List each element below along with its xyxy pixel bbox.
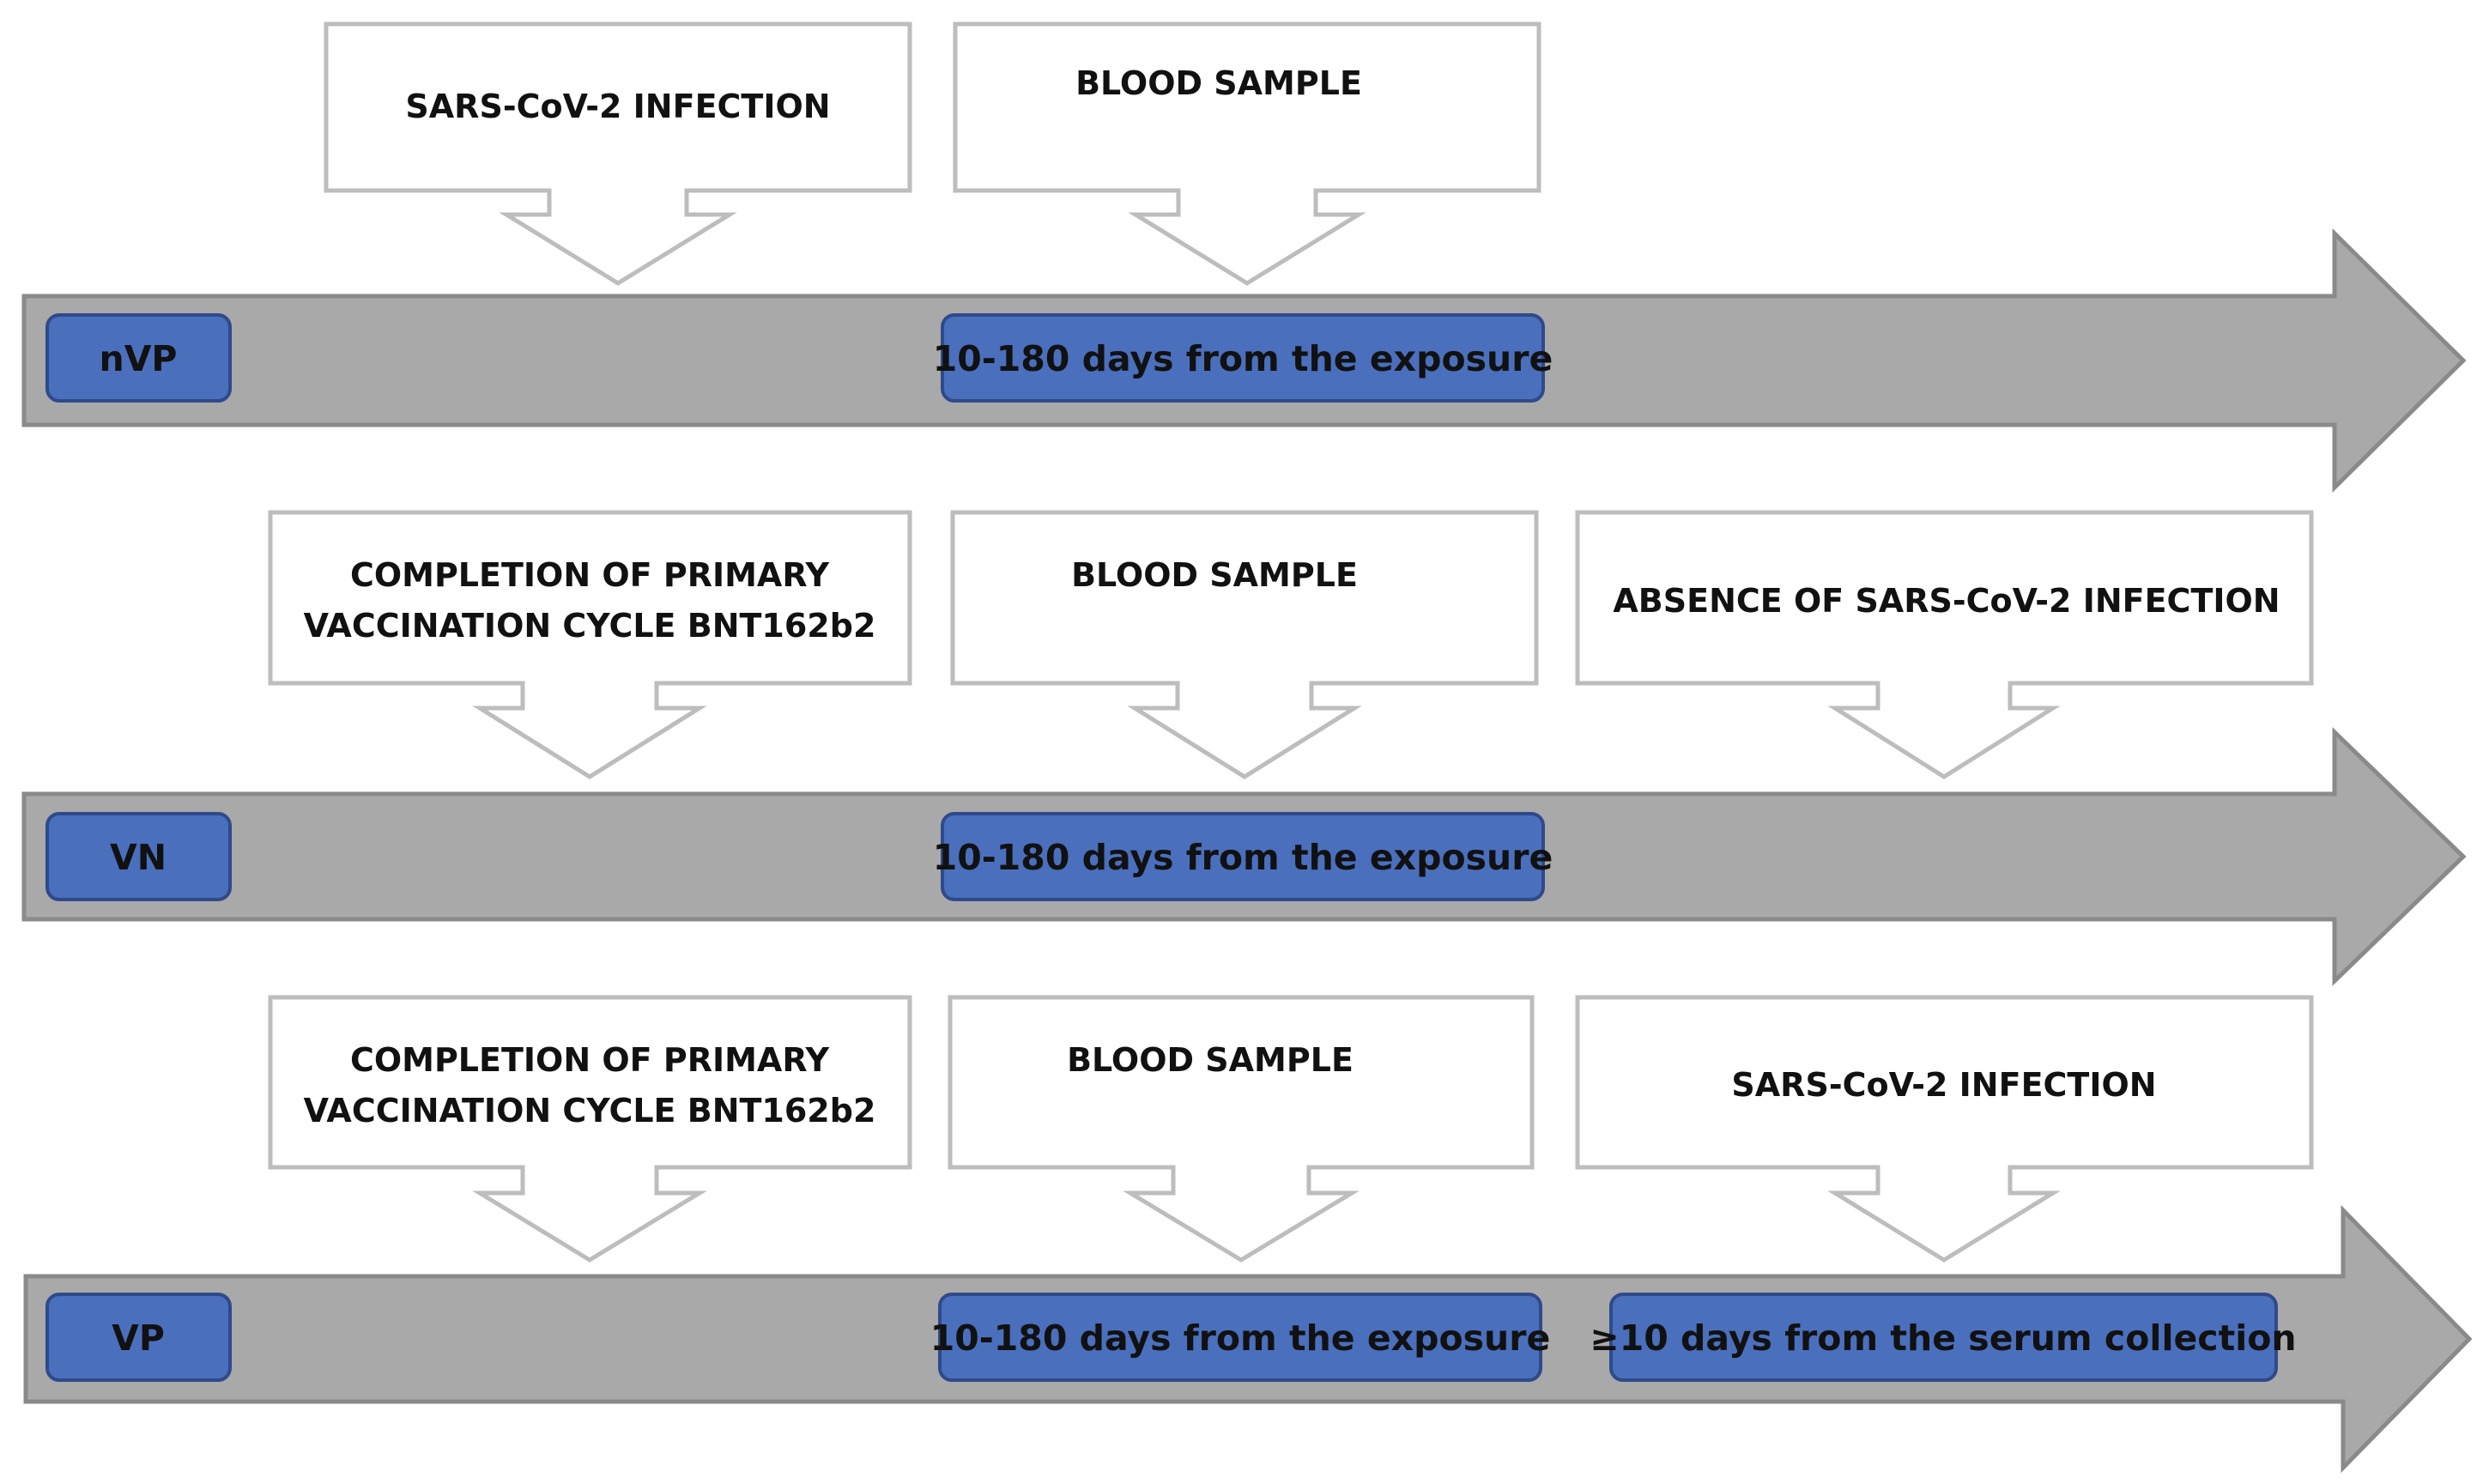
callout-text: BLOOD SAMPLE bbox=[1075, 64, 1362, 102]
callout-infection: SARS-CoV-2 INFECTION bbox=[324, 21, 912, 286]
timeline-row-vn: COMPLETION OF PRIMARY VACCINATION CYCLE … bbox=[21, 510, 2467, 986]
pill bbox=[45, 313, 232, 403]
callout-blood-sample: BLOOD SAMPLE bbox=[948, 995, 1535, 1263]
group-label-badge: nVP bbox=[45, 313, 232, 403]
interval-label: 10-180 days from the exposure bbox=[933, 338, 1553, 379]
callout-box bbox=[948, 995, 1535, 1263]
pill bbox=[45, 1293, 232, 1382]
group-label-badge: VN bbox=[45, 812, 232, 901]
interval-badge: 10-180 days from the exposure bbox=[930, 1293, 1551, 1382]
pill bbox=[938, 1293, 1542, 1382]
callout-text: BLOOD SAMPLE bbox=[1067, 1041, 1354, 1079]
callout-absence-of-infection: ABSENCE OF SARS-CoV-2 INFECTION bbox=[1575, 510, 2314, 779]
group-label: nVP bbox=[100, 338, 178, 379]
interval-badge: ≥10 days from the serum collection bbox=[1590, 1293, 2297, 1382]
interval-badge: 10-180 days from the exposure bbox=[933, 812, 1553, 901]
callout-vaccination: COMPLETION OF PRIMARY VACCINATION CYCLE … bbox=[268, 995, 912, 1263]
group-label: VN bbox=[110, 837, 167, 878]
interval-badge: 10-180 days from the exposure bbox=[933, 313, 1553, 403]
callout-text: VACCINATION CYCLE BNT162b2 bbox=[304, 1092, 876, 1130]
timeline-row-nvp: SARS-CoV-2 INFECTION BLOOD SAMPLE nVP 10… bbox=[21, 21, 2467, 493]
callout-text: ABSENCE OF SARS-CoV-2 INFECTION bbox=[1613, 582, 2280, 620]
callout-text: SARS-CoV-2 INFECTION bbox=[1731, 1066, 2156, 1104]
callout-box bbox=[953, 21, 1541, 286]
pill bbox=[941, 313, 1545, 403]
pill bbox=[1609, 1293, 2278, 1382]
callout-box bbox=[268, 510, 912, 779]
callout-box bbox=[324, 21, 912, 286]
callout-infection: SARS-CoV-2 INFECTION bbox=[1575, 995, 2314, 1263]
group-label: VP bbox=[112, 1317, 165, 1359]
pill bbox=[45, 812, 232, 901]
interval-label: 10-180 days from the exposure bbox=[930, 1317, 1551, 1359]
callout-text: BLOOD SAMPLE bbox=[1071, 556, 1358, 594]
callout-blood-sample: BLOOD SAMPLE bbox=[950, 510, 1539, 779]
callout-box bbox=[1575, 510, 2314, 779]
interval-label: 10-180 days from the exposure bbox=[933, 837, 1553, 878]
callout-text: COMPLETION OF PRIMARY bbox=[350, 556, 830, 594]
callout-text: VACCINATION CYCLE BNT162b2 bbox=[304, 607, 876, 645]
pill bbox=[941, 812, 1545, 901]
callout-vaccination: COMPLETION OF PRIMARY VACCINATION CYCLE … bbox=[268, 510, 912, 779]
group-label-badge: VP bbox=[45, 1293, 232, 1382]
callout-box bbox=[268, 995, 912, 1263]
callout-text: COMPLETION OF PRIMARY bbox=[350, 1041, 830, 1079]
callout-text: SARS-CoV-2 INFECTION bbox=[405, 88, 830, 125]
timeline-row-vp: COMPLETION OF PRIMARY VACCINATION CYCLE … bbox=[23, 995, 2473, 1474]
callout-box bbox=[950, 510, 1539, 779]
callout-blood-sample: BLOOD SAMPLE bbox=[953, 21, 1541, 286]
callout-box bbox=[1575, 995, 2314, 1263]
interval-label: ≥10 days from the serum collection bbox=[1590, 1317, 2296, 1359]
